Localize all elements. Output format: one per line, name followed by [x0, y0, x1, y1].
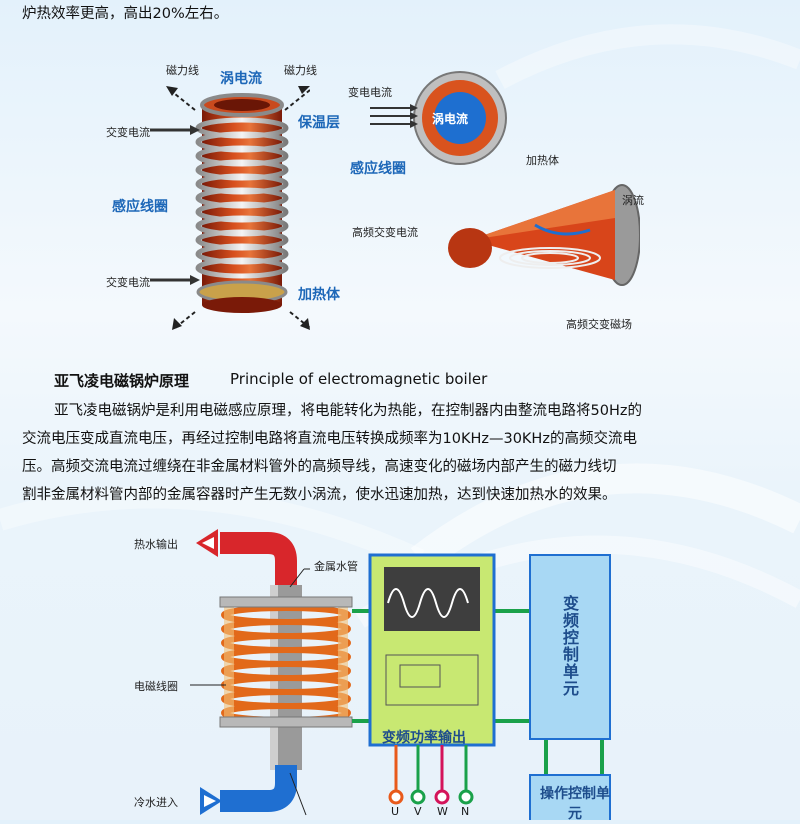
insulation-label: 保温层: [298, 112, 340, 132]
paragraph-line-3: 压。高频交流电流过缠绕在非金属材料管外的高频导线，高速变化的磁场内部产生的磁力线…: [22, 453, 617, 481]
heater-label: 加热体: [298, 284, 340, 304]
cone-heater-label: 加热体: [526, 152, 559, 168]
paragraph-line-4: 割非金属材料管内部的金属容器时产生无数小涡流，使水迅速加热，达到快速加热水的效果…: [22, 481, 617, 509]
cone-eddy-label: 涡流: [622, 192, 644, 208]
power-output-label: 变频功率输出: [382, 727, 466, 747]
hot-water-out-label: 热水输出: [134, 536, 178, 552]
terminal-v: V: [414, 805, 422, 818]
circle-ac-label: 变电电流: [348, 84, 392, 100]
em-coil-label: 电磁线圈: [134, 678, 178, 694]
vf-control-label: 变频控制单元: [557, 595, 581, 705]
paragraph-line-2: 交流电压变成直流电压，再经过控制电路将直流电压转换成频率为10KHz—30KHz…: [22, 425, 637, 453]
terminal-n: N: [461, 805, 469, 818]
paragraph-line-1: 亚飞凌电磁锅炉是利用电磁感应原理，将电能转化为热能，在控制器内由整流电路将50H…: [54, 397, 642, 425]
section-title-en: Principle of electromagnetic boiler: [230, 370, 487, 388]
boiler-system-diagram: [190, 525, 650, 820]
terminal-w: W: [437, 805, 448, 818]
flux-left-label: 磁力线: [166, 62, 199, 78]
cone-hf-current-label: 高频交变电流: [352, 224, 418, 240]
coil-label: 感应线圈: [112, 196, 168, 216]
circle-coil-label: 感应线圈: [350, 158, 406, 178]
cone-heater-illustration: [440, 180, 640, 310]
ac-bottom-label: 交变电流: [106, 274, 150, 290]
circle-eddy-label: 涡电流: [432, 110, 468, 127]
section-title-cn: 亚飞凌电磁锅炉原理: [54, 370, 189, 391]
induction-coil-illustration: [150, 80, 310, 330]
ac-top-label: 交变电流: [106, 124, 150, 140]
metal-pipe-label: 金属水管: [314, 558, 358, 574]
flux-right-label: 磁力线: [284, 62, 317, 78]
eddy-label: 涡电流: [220, 68, 262, 88]
cone-hf-field-label: 高频交变磁场: [566, 316, 632, 332]
op-control-label: 操作控制单元: [540, 784, 610, 824]
top-text: 炉热效率更高，高出20%左右。: [22, 3, 228, 25]
terminal-u: U: [391, 805, 399, 818]
cold-water-in-label: 冷水进入: [134, 794, 178, 810]
